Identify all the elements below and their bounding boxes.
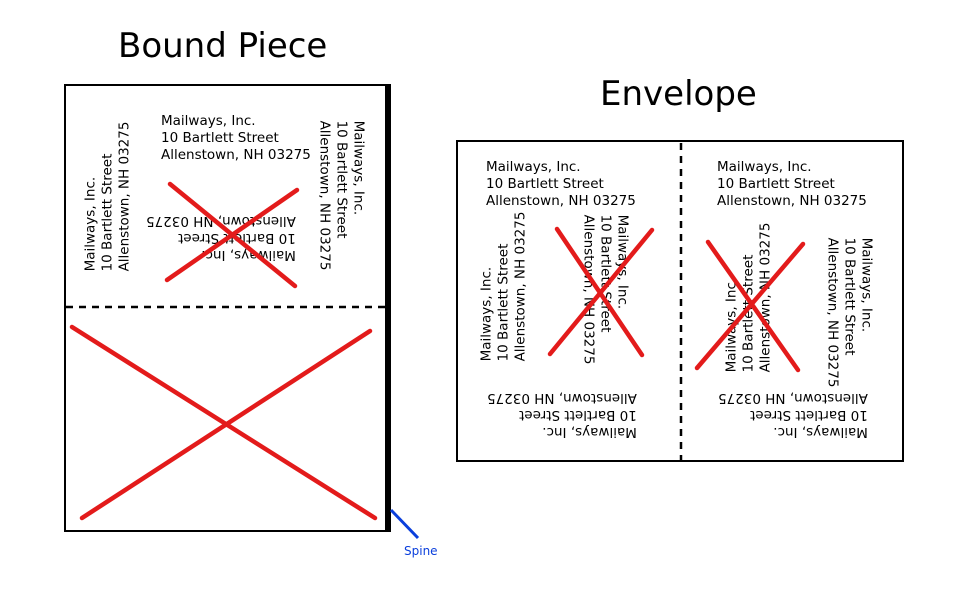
- bound-piece-title: Bound Piece: [118, 26, 328, 66]
- envelope-title: Envelope: [600, 74, 757, 114]
- spine-label: Spine: [404, 544, 438, 558]
- spine-pointer: [389, 508, 420, 540]
